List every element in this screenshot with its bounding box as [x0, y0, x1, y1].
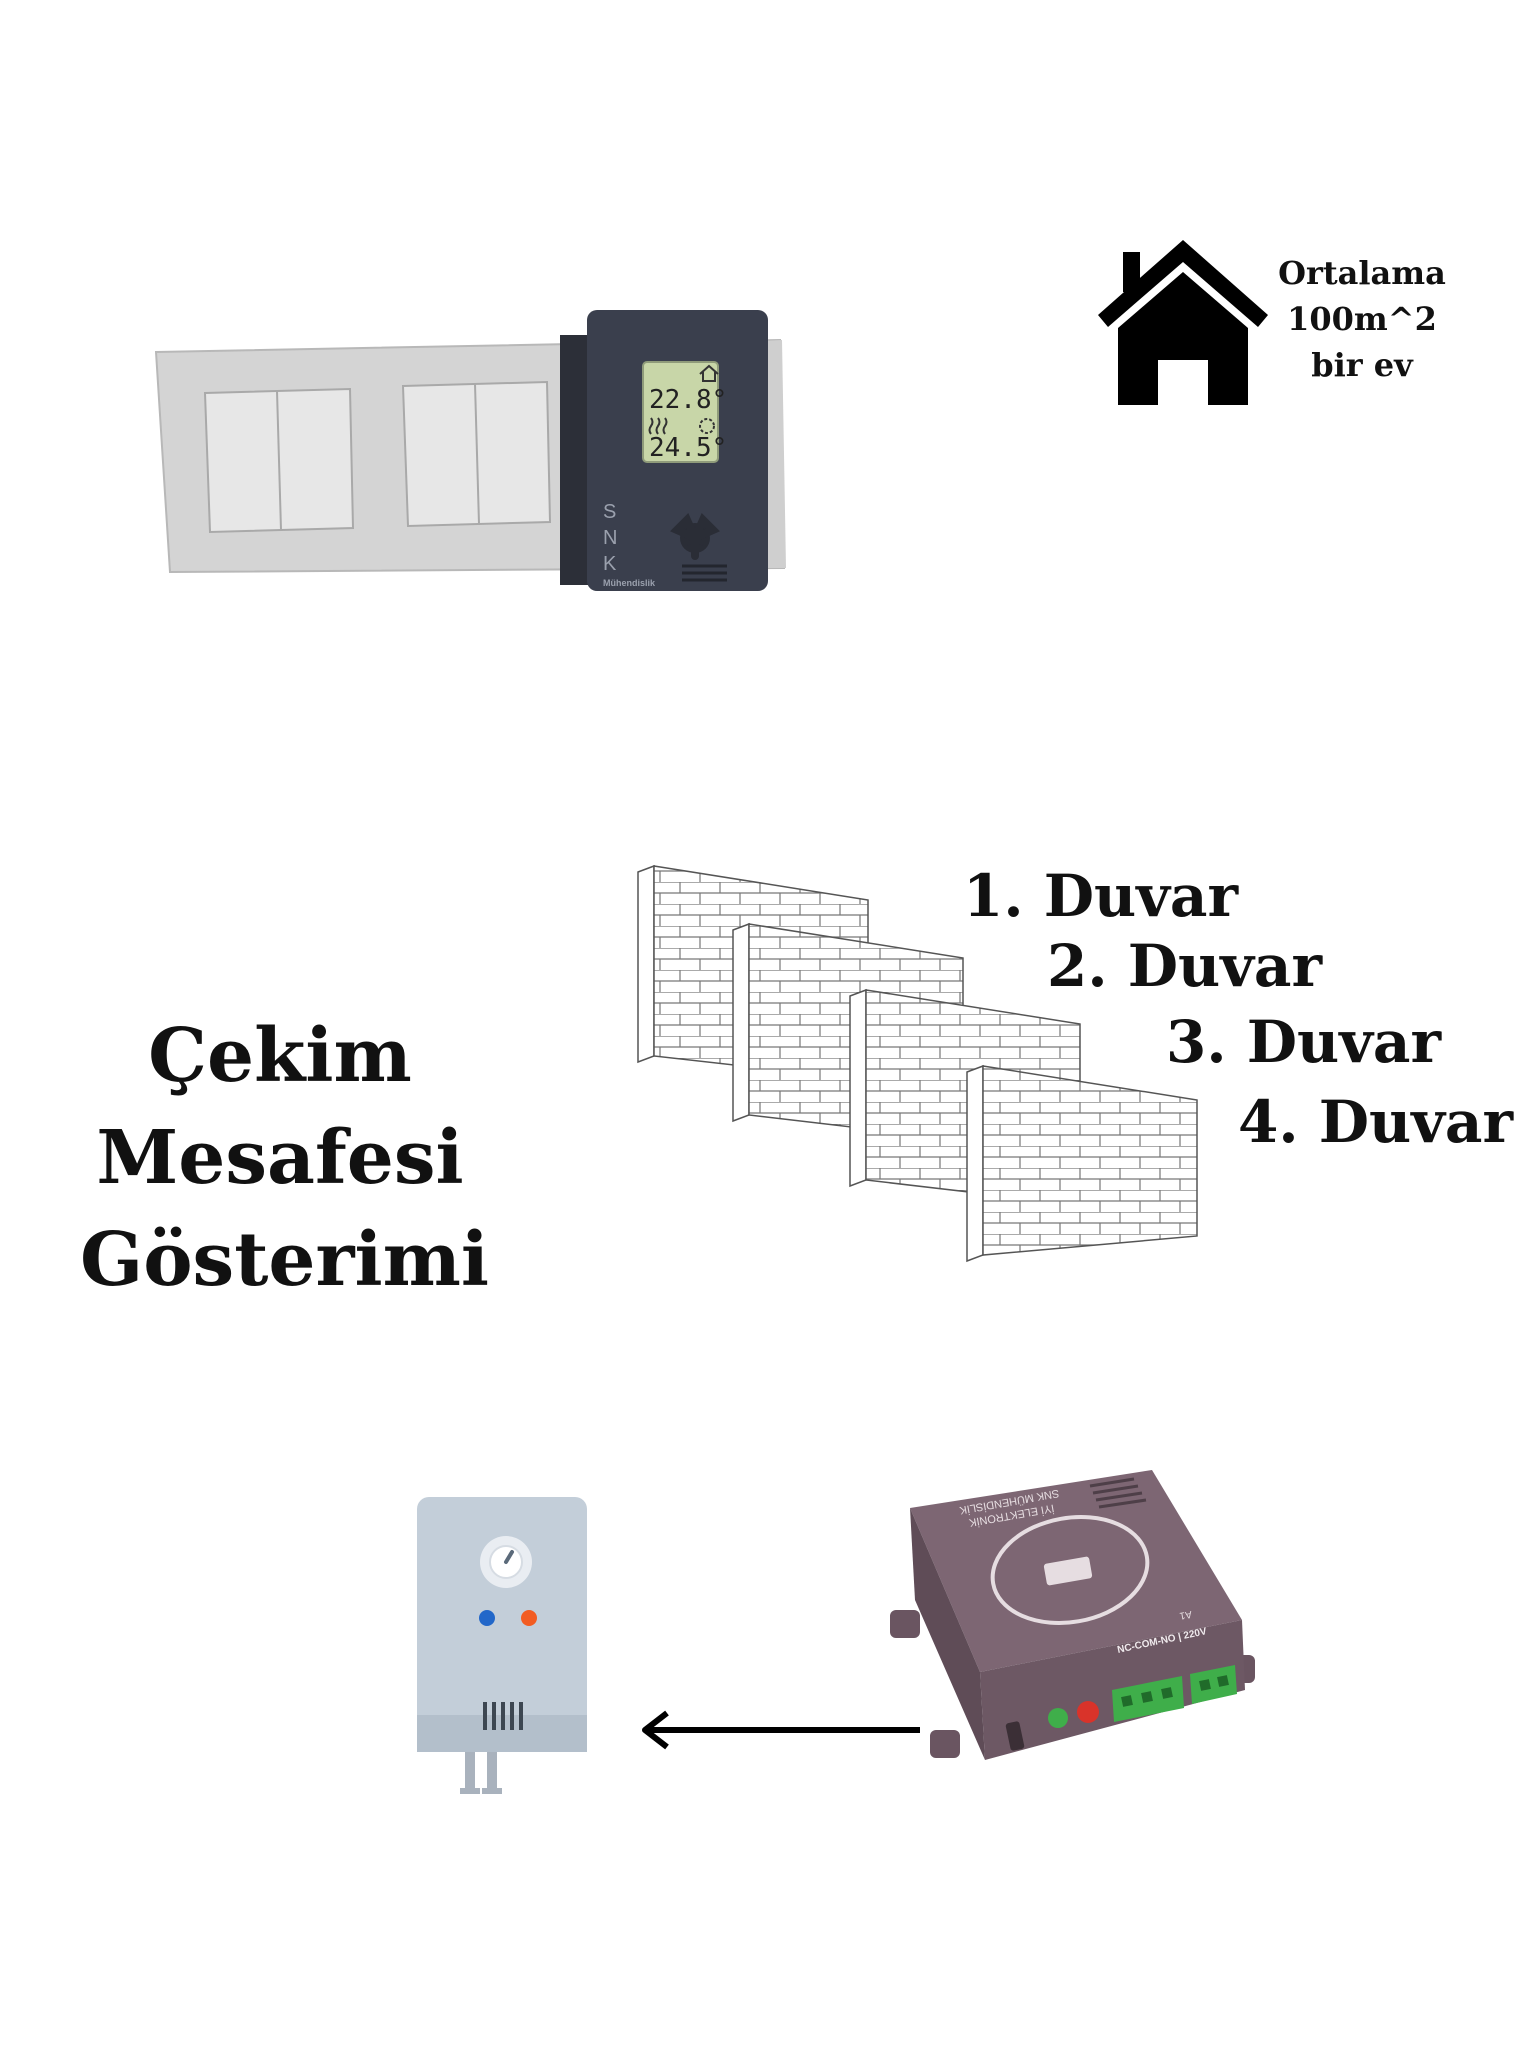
receiver-vent	[1089, 1477, 1147, 1509]
red-led-icon	[1077, 1701, 1099, 1723]
page-title: Çekim Mesafesi Gösterimi	[80, 1005, 489, 1311]
receiver-logo-ring	[990, 1515, 1150, 1625]
light-switch-left	[203, 387, 355, 534]
boiler-vent	[483, 1702, 523, 1730]
brick-walls	[637, 864, 1198, 1263]
wall-label-3: 3. Duvar	[1166, 1008, 1442, 1076]
hot-indicator-icon	[521, 1610, 537, 1626]
toggle-switch	[1005, 1721, 1025, 1751]
signal-arrow	[642, 1710, 920, 1750]
receiver-device: SNK MÜHENDİSLİK İYİ ELEKTRONİK A1 NC-COM…	[890, 1470, 1255, 1760]
lcd-home-icon	[699, 364, 719, 382]
title-line3: Gösterimi	[80, 1217, 489, 1303]
house-caption: Ortalama 100m^2 bir ev	[1262, 250, 1462, 388]
thermostat-knob	[670, 513, 720, 560]
lcd-set-temp: 24.5°	[649, 433, 727, 463]
cold-indicator-icon	[479, 1610, 495, 1626]
house-caption-line2: 100m^2	[1287, 300, 1437, 338]
light-switch-right	[401, 380, 552, 528]
wall-4	[966, 1064, 1198, 1263]
wall-label-4: 4. Duvar	[1238, 1088, 1514, 1156]
brand-letter-n: N	[603, 527, 617, 549]
terminal-blocks	[1112, 1665, 1237, 1722]
thermostat-device: 22.8° 24.5° S N K Mühendislik	[587, 310, 768, 591]
brand-subtitle: Mühendislik	[603, 578, 656, 588]
lcd-room-temp: 22.8°	[649, 385, 727, 415]
wall-label-2: 2. Duvar	[1047, 932, 1323, 1000]
receiver-model: A1	[1178, 1608, 1192, 1621]
chip-icon	[1043, 1556, 1093, 1586]
boiler-icon	[417, 1497, 587, 1794]
lcd-gear-icon	[699, 418, 715, 434]
wall-label-1: 1. Duvar	[963, 862, 1239, 930]
green-led-icon	[1048, 1708, 1068, 1728]
vent-grille	[682, 564, 727, 582]
title-line1: Çekim	[148, 1013, 412, 1099]
boiler-pipes	[460, 1752, 502, 1794]
brand-letter-k: K	[603, 553, 617, 575]
house-caption-line3: bir ev	[1311, 346, 1413, 384]
house-caption-line1: Ortalama	[1278, 254, 1446, 292]
brand-letter-s: S	[603, 501, 616, 523]
lcd-heat-icon	[648, 417, 668, 435]
title-line2: Mesafesi	[96, 1115, 464, 1201]
lcd-display	[642, 361, 719, 463]
house-icon	[1098, 240, 1268, 405]
